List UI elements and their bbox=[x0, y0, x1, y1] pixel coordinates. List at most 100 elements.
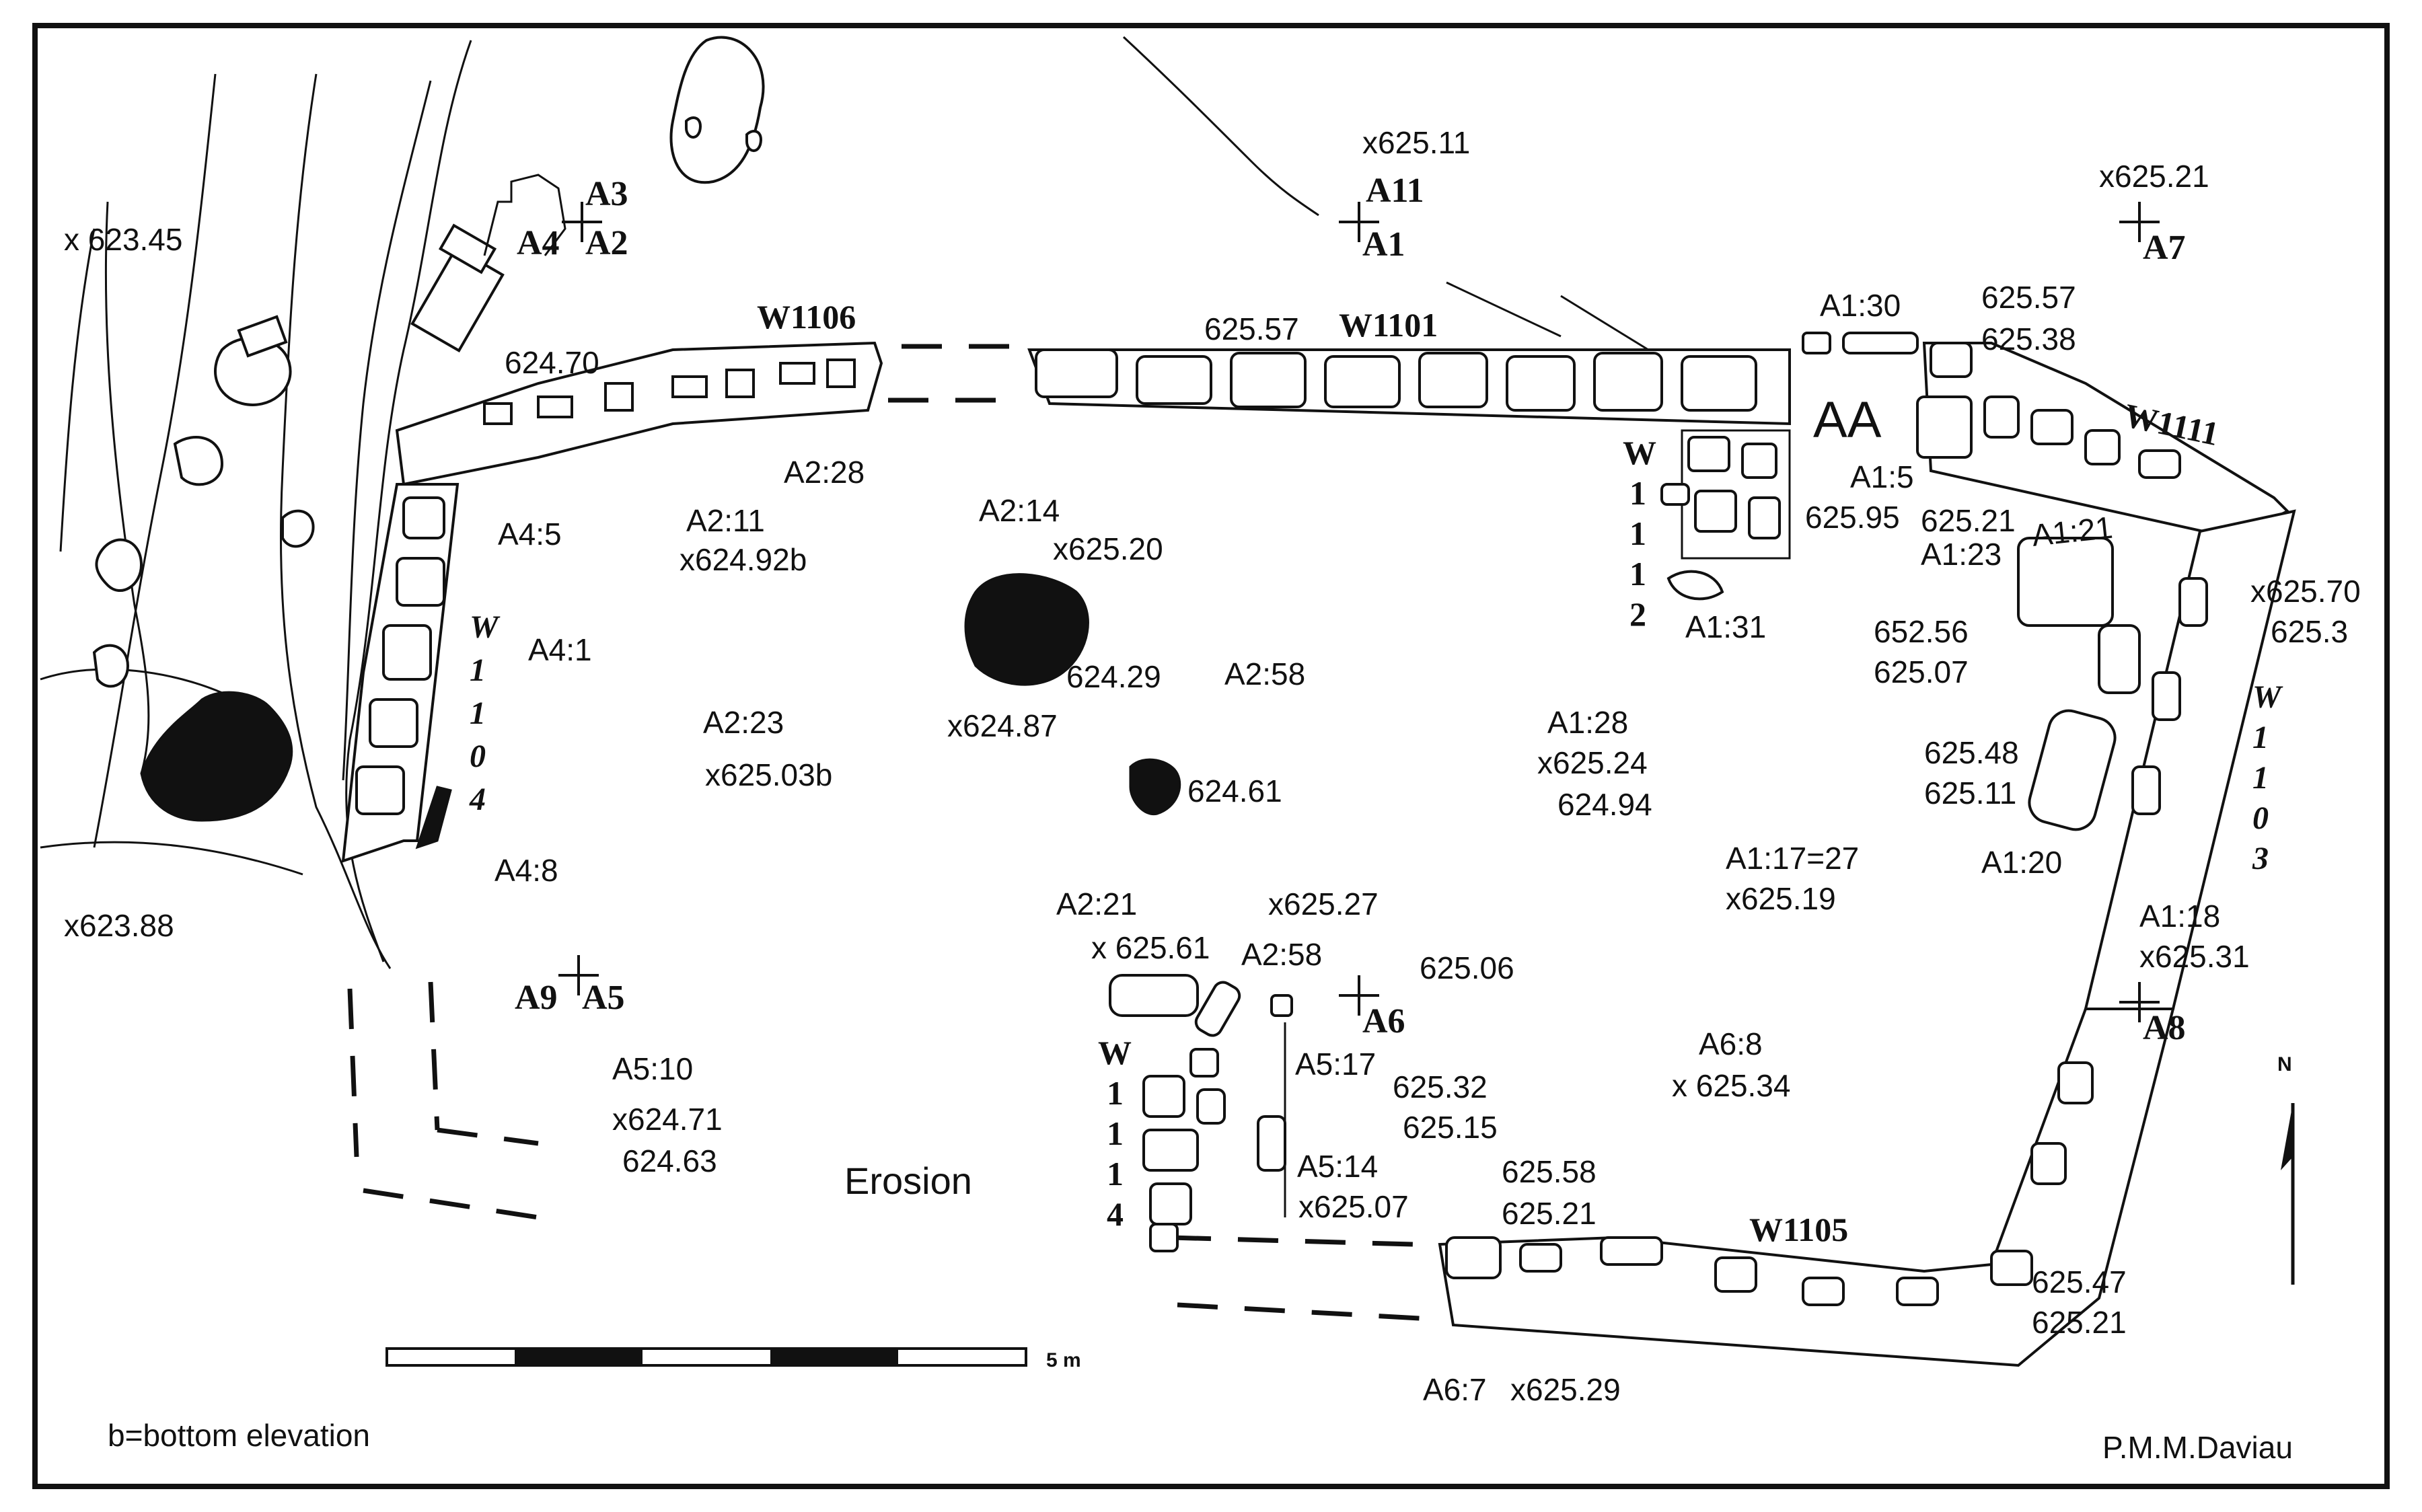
label-624-63: 624.63 bbox=[622, 1143, 717, 1178]
wall-label-w1105: W1105 bbox=[1749, 1211, 1848, 1248]
svg-text:1: 1 bbox=[1629, 474, 1646, 512]
label-x625-27: x625.27 bbox=[1268, 886, 1379, 921]
square-label-a1: A1 bbox=[1362, 225, 1405, 264]
survey-cross-a8 bbox=[2119, 982, 2160, 1022]
survey-cross-a1 bbox=[1339, 202, 1379, 242]
svg-text:W: W bbox=[1623, 434, 1656, 471]
label-624-29: 624.29 bbox=[1066, 659, 1161, 694]
label-a1-30: A1:30 bbox=[1820, 288, 1901, 323]
svg-text:W: W bbox=[470, 609, 501, 645]
label-a5-17: A5:17 bbox=[1295, 1047, 1376, 1082]
label-x624-87: x624.87 bbox=[947, 708, 1058, 743]
wall-w1111-stones bbox=[1916, 342, 2290, 540]
svg-text:W: W bbox=[1098, 1034, 1132, 1071]
scale-bar bbox=[386, 1347, 1027, 1367]
label-625-48: 625.48 bbox=[1924, 735, 2019, 770]
label-x625-34: x 625.34 bbox=[1672, 1068, 1790, 1103]
label-x625-03b: x625.03b bbox=[705, 757, 832, 792]
svg-text:3: 3 bbox=[2252, 841, 2269, 876]
boulder bbox=[669, 36, 765, 184]
label-a1-28: A1:28 bbox=[1547, 705, 1628, 740]
svg-text:4: 4 bbox=[1107, 1195, 1124, 1233]
label-x623-88: x623.88 bbox=[64, 908, 174, 943]
wall-w1104-stones bbox=[341, 483, 460, 863]
label-x625-29: x625.29 bbox=[1510, 1372, 1621, 1407]
wall-label-w1112: W 1 1 1 2 bbox=[1623, 434, 1656, 633]
label-a4-8: A4:8 bbox=[494, 853, 558, 888]
wall-label-w1104: W 1 1 0 4 bbox=[469, 609, 501, 817]
svg-text:1: 1 bbox=[1629, 515, 1646, 552]
svg-text:4: 4 bbox=[469, 782, 486, 817]
label-x625-20: x625.20 bbox=[1053, 531, 1163, 566]
svg-text:1: 1 bbox=[470, 695, 486, 731]
label-625-58: 625.58 bbox=[1502, 1154, 1597, 1189]
wall-w1105-dash-b bbox=[1177, 1302, 1420, 1321]
terrain-stones bbox=[92, 223, 505, 739]
wall-label-w1101: W1101 bbox=[1339, 306, 1438, 344]
svg-text:1: 1 bbox=[1107, 1074, 1124, 1112]
label-x625-70: x625.70 bbox=[2250, 574, 2361, 609]
label-a4-5: A4:5 bbox=[498, 517, 562, 552]
label-a5-10: A5:10 bbox=[612, 1051, 693, 1086]
label-625-95: 625.95 bbox=[1805, 500, 1900, 535]
square-label-a8: A8 bbox=[2143, 1009, 2186, 1047]
svg-text:1: 1 bbox=[1629, 555, 1646, 593]
label-a2-58-b: A2:58 bbox=[1241, 937, 1322, 972]
wall-w1104-dash-c bbox=[437, 1127, 539, 1146]
wall-w1112-stones bbox=[1660, 429, 1791, 601]
wall-w1114-stones bbox=[1109, 974, 1293, 1252]
wall-w1104-dash-a bbox=[347, 988, 359, 1158]
label-625-21-a: 625.21 bbox=[1921, 503, 2016, 538]
label-625-07: 625.07 bbox=[1874, 654, 1969, 689]
stone-a1-30-b bbox=[1842, 332, 1919, 354]
label-x624-71: x624.71 bbox=[612, 1102, 723, 1137]
label-625-06: 625.06 bbox=[1420, 950, 1514, 985]
wall-w1106-stones bbox=[395, 341, 883, 486]
label-a1-20: A1:20 bbox=[1981, 845, 2062, 880]
frame bbox=[32, 23, 2390, 1489]
label-x625-31: x625.31 bbox=[2139, 939, 2250, 974]
svg-text:W: W bbox=[2252, 679, 2283, 715]
wall-label-w1103: W 1 1 0 3 bbox=[2252, 679, 2283, 876]
label-a1-5: A1:5 bbox=[1850, 459, 1914, 494]
north-arrow bbox=[2281, 1103, 2295, 1285]
label-x624-92b: x624.92b bbox=[680, 542, 807, 577]
svg-text:2: 2 bbox=[1629, 595, 1646, 633]
label-a1-18: A1:18 bbox=[2139, 899, 2220, 934]
burnt-area-sliver bbox=[415, 786, 452, 849]
label-625-57-r: 625.57 bbox=[1981, 280, 2076, 315]
square-label-a6: A6 bbox=[1362, 1002, 1405, 1041]
wall-w1105-dash-a bbox=[1170, 1235, 1414, 1247]
wall-w1104-dash-b bbox=[428, 981, 440, 1131]
label-a1-21: A1:21 bbox=[2030, 510, 2115, 553]
label-625-15: 625.15 bbox=[1403, 1110, 1498, 1145]
label-a2-21: A2:21 bbox=[1056, 886, 1137, 921]
scale-label: 5 m bbox=[1046, 1349, 1081, 1371]
label-625-32: 625.32 bbox=[1393, 1069, 1488, 1104]
legend-note: b=bottom elevation bbox=[108, 1418, 370, 1453]
square-label-a11: A11 bbox=[1366, 172, 1424, 210]
label-625-3: 625.3 bbox=[2271, 614, 2348, 649]
square-label-a9: A9 bbox=[515, 979, 558, 1017]
north-label: N bbox=[2277, 1053, 2292, 1075]
label-a1-17: A1:17=27 bbox=[1726, 841, 1859, 876]
label-x625-11: x625.11 bbox=[1362, 125, 1470, 160]
label-a5-14: A5:14 bbox=[1297, 1149, 1378, 1184]
label-a1-23: A1:23 bbox=[1921, 537, 2002, 572]
credit: P.M.M.Daviau bbox=[2102, 1430, 2293, 1465]
wall-w1105-stones bbox=[1438, 1008, 2175, 1367]
label-x625-07: x625.07 bbox=[1298, 1189, 1409, 1224]
label-a1-31: A1:31 bbox=[1685, 609, 1766, 644]
burnt-area-west bbox=[140, 691, 293, 822]
svg-text:0: 0 bbox=[2252, 800, 2269, 836]
square-label-a7: A7 bbox=[2143, 229, 2186, 267]
label-624-61: 624.61 bbox=[1187, 773, 1282, 808]
survey-cross-a7 bbox=[2119, 202, 2160, 242]
label-625-21-c: 625.21 bbox=[2032, 1305, 2127, 1340]
svg-text:1: 1 bbox=[2252, 760, 2269, 796]
square-label-a5: A5 bbox=[582, 979, 625, 1017]
survey-cross-a6 bbox=[1339, 975, 1379, 1016]
pit-a2-14 bbox=[964, 573, 1089, 686]
label-x625-61: x 625.61 bbox=[1091, 930, 1210, 965]
